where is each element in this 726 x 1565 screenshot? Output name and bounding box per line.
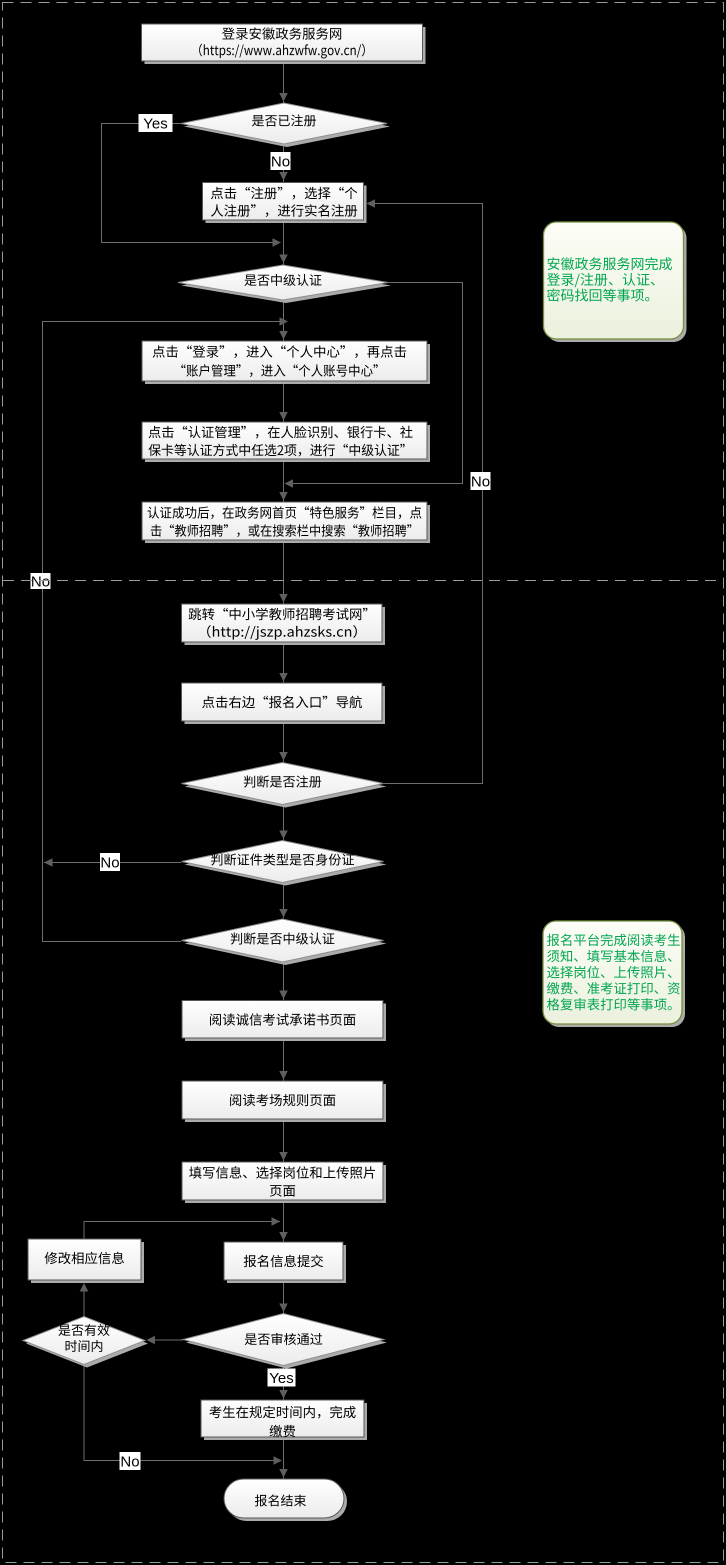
svg-text:Yes: Yes <box>269 1370 293 1387</box>
svg-text:No: No <box>100 854 119 871</box>
svg-text:No: No <box>471 473 490 490</box>
svg-text:Yes: Yes <box>143 115 167 132</box>
svg-text:No: No <box>31 573 50 590</box>
svg-text:No: No <box>271 153 290 170</box>
svg-text:No: No <box>120 1453 139 1470</box>
